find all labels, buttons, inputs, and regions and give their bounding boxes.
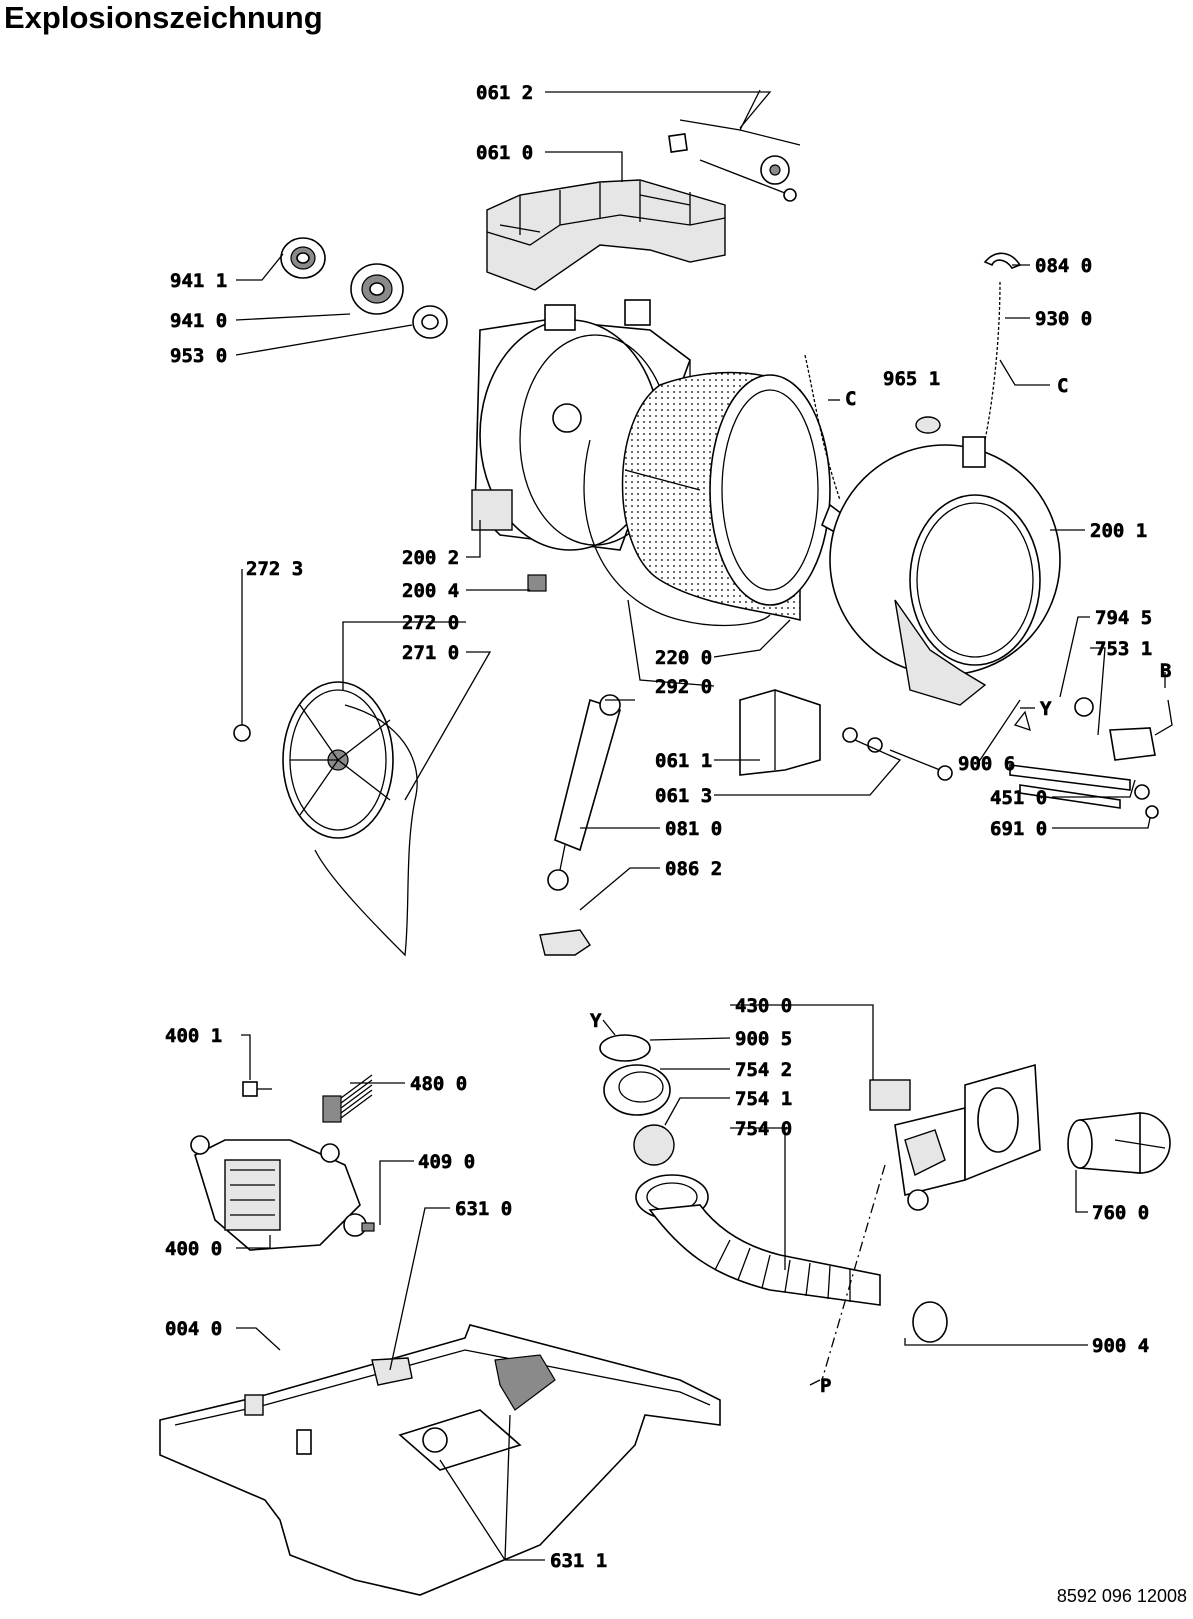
label-2920: 292 0 — [655, 676, 712, 698]
label-0611: 061 1 — [655, 750, 712, 772]
label-c-right: C — [1057, 375, 1068, 397]
hose-clamp-lower-part — [912, 1301, 948, 1343]
shaft-seal-part — [412, 305, 448, 339]
label-y-upper: Y — [1040, 698, 1052, 720]
label-2720: 272 0 — [402, 612, 459, 634]
counterweight-bolt-kit-part — [668, 89, 801, 202]
label-7945: 794 5 — [1095, 607, 1152, 629]
motor-part — [190, 1135, 367, 1251]
gasket-small-part — [1074, 697, 1094, 717]
label-7531: 753 1 — [1095, 638, 1152, 660]
label-c-left: C — [845, 388, 856, 410]
label-4800: 480 0 — [410, 1073, 467, 1095]
leader-lines — [235, 91, 1166, 1561]
counterweight-bolt-front-part — [842, 727, 953, 781]
label-9530: 953 0 — [170, 345, 227, 367]
label-4000: 400 0 — [165, 1238, 222, 1260]
tub-spring-right-part — [984, 281, 1001, 441]
drain-pump-part — [869, 1063, 1041, 1211]
absorber-mount-part — [539, 929, 591, 956]
label-2723: 272 3 — [246, 558, 303, 580]
motor-connector-part — [322, 1074, 373, 1123]
hose-clamp-upper-part — [599, 1034, 651, 1062]
label-9005: 900 5 — [735, 1028, 792, 1050]
sump-hose-part — [635, 1174, 881, 1306]
bearing-large-part — [350, 263, 404, 315]
label-7600: 760 0 — [1092, 1202, 1149, 1224]
front-counterweight-part — [739, 689, 821, 776]
bearing-small-part — [280, 237, 326, 279]
drive-belt-part — [314, 704, 418, 957]
spring-clip-part — [983, 252, 1022, 269]
label-9300: 930 0 — [1035, 308, 1092, 330]
label-2002: 200 2 — [402, 547, 459, 569]
upper-counterweight-part — [486, 179, 726, 291]
label-y-lower: Y — [590, 1010, 602, 1032]
tub-clip-part — [527, 574, 547, 592]
label-b: B — [1160, 660, 1171, 682]
part-labels: 061 2 061 0 941 1 941 0 953 0 084 0 930 … — [165, 82, 1172, 1573]
label-9411: 941 1 — [170, 270, 227, 292]
label-7541: 754 1 — [735, 1088, 792, 1110]
label-7542: 754 2 — [735, 1059, 792, 1081]
label-0810: 081 0 — [665, 818, 722, 840]
heater-element-part — [1009, 764, 1150, 809]
label-2200: 220 0 — [655, 647, 712, 669]
label-4300: 430 0 — [735, 995, 792, 1017]
label-0840: 084 0 — [1035, 255, 1092, 277]
plug-part — [915, 416, 941, 434]
ntc-sensor-part — [1109, 699, 1173, 761]
pump-axis-line — [821, 1164, 886, 1381]
label-4090: 409 0 — [418, 1151, 475, 1173]
pulley-nut-part — [233, 724, 251, 742]
label-2004: 200 4 — [402, 580, 459, 602]
label-0040: 004 0 — [165, 1318, 222, 1340]
label-2710: 271 0 — [402, 642, 459, 664]
label-9651: 965 1 — [883, 368, 940, 390]
label-0612: 061 2 — [476, 82, 533, 104]
tub-seal-ring-part — [583, 439, 771, 627]
motor-brush-part — [242, 1081, 272, 1097]
shock-absorber-part — [547, 694, 621, 891]
label-6311: 631 1 — [550, 1550, 607, 1572]
drum-pulley-part — [282, 681, 394, 839]
label-6910: 691 0 — [990, 818, 1047, 840]
label-4510: 451 0 — [990, 787, 1047, 809]
label-p: P — [820, 1375, 831, 1397]
label-0610: 061 0 — [476, 142, 533, 164]
label-6310: 631 0 — [455, 1198, 512, 1220]
heater-nut-part — [1145, 805, 1159, 819]
motor-small-part — [361, 1222, 375, 1232]
label-9006: 900 6 — [958, 753, 1015, 775]
front-tub-half-part — [829, 436, 1061, 706]
label-2001: 200 1 — [1090, 520, 1147, 542]
label-9004: 900 4 — [1092, 1335, 1149, 1357]
label-4001: 400 1 — [165, 1025, 222, 1047]
label-0613: 061 3 — [655, 785, 712, 807]
label-0862: 086 2 — [665, 858, 722, 880]
label-7540: 754 0 — [735, 1118, 792, 1140]
clamp-y-part — [1013, 710, 1031, 732]
label-9410: 941 0 — [170, 310, 227, 332]
drum-part — [621, 371, 831, 621]
pump-filter-part — [1067, 1112, 1171, 1174]
ball-valve-seal-part — [603, 1064, 671, 1116]
page-title: Explosionszeichnung — [4, 0, 323, 35]
ball-valve-ball-part — [633, 1124, 675, 1166]
document-number: 8592 096 12008 — [1056, 1586, 1187, 1606]
